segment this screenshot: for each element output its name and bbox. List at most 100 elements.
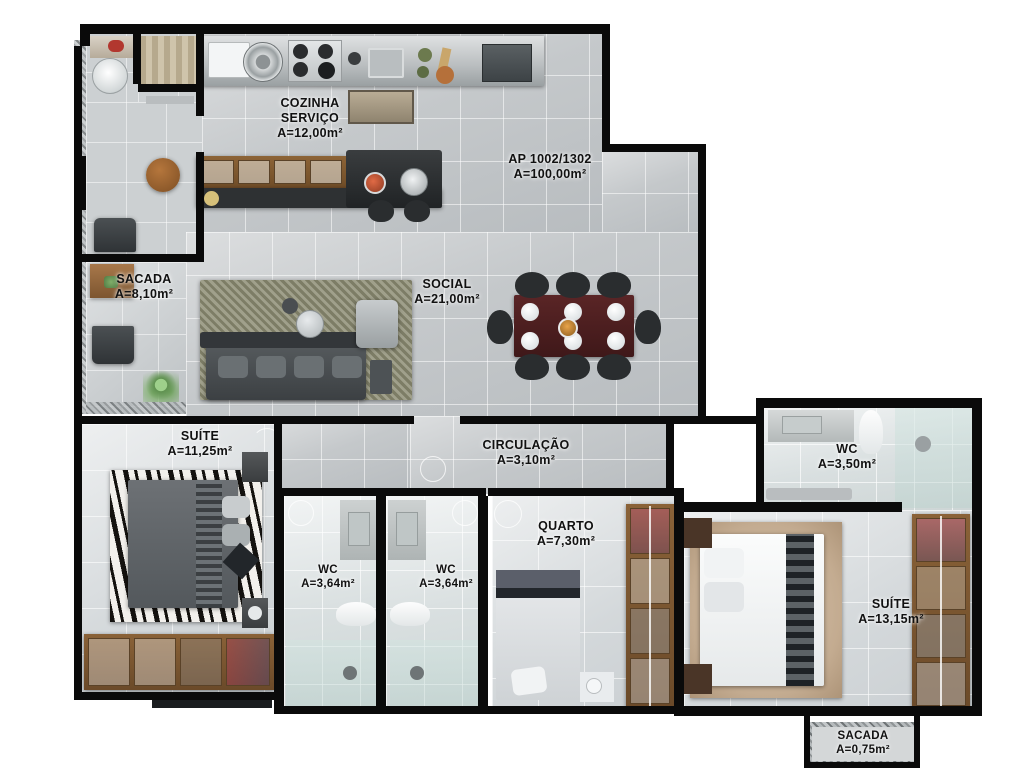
kitchen-rug (348, 90, 414, 124)
quarto-lamp (586, 678, 602, 694)
wall-suite-2-top (674, 502, 766, 512)
wall-top-exterior (80, 24, 610, 34)
wall-sacada-suite-right (914, 716, 920, 768)
dining-chair-1 (515, 272, 549, 298)
door-entrance[interactable] (678, 420, 706, 448)
wall-quarto-bottom (488, 706, 684, 714)
dining-chair-5 (556, 354, 590, 380)
kitchen-jar-2 (417, 66, 429, 78)
dining-chair-6 (597, 354, 631, 380)
wall-quarto-top (488, 488, 684, 496)
wall-suite-2-right (972, 502, 982, 714)
balcony-potted-plant (104, 276, 118, 288)
wall-social-step-h (602, 144, 706, 152)
dining-plate-3 (607, 303, 625, 321)
service-red-item (108, 40, 124, 52)
wc-suite-2-shower-head (915, 436, 931, 452)
wall-wc-suite2-left (756, 398, 764, 510)
wall-wc-suite2-right (972, 398, 982, 514)
dining-centerpiece (558, 318, 578, 338)
wc-left-toilet (336, 602, 376, 626)
dining-plate-6 (607, 332, 625, 350)
laundry-tiled-area (140, 36, 198, 86)
wall-left-window-1 (74, 156, 86, 210)
dining-plate-4 (521, 332, 539, 350)
wall-wc-divider (376, 496, 386, 712)
burner-3 (293, 62, 308, 77)
wall-top-left-stub (80, 24, 90, 46)
wall-left-exterior-upper (74, 46, 82, 156)
suite-2-bed-runner (786, 534, 814, 686)
door-wc-right[interactable] (452, 500, 478, 526)
bar-sink (400, 168, 428, 196)
service-shelf (146, 96, 194, 104)
balcony-lounge-chair-2 (92, 326, 134, 364)
door-circulacao-suite-2[interactable] (420, 456, 446, 482)
wall-wc-suite2-bottom (756, 502, 902, 512)
wc-left-shower-drain (343, 666, 357, 680)
refrigerator (482, 44, 532, 82)
round-table-service (146, 158, 180, 192)
suite-1-pillow-1 (222, 496, 250, 518)
fruit-bowl (364, 172, 386, 194)
floor-social-right (602, 150, 702, 232)
wall-wc-left-outer (274, 496, 284, 712)
dining-plate-2 (564, 303, 582, 321)
kitchen-pot (348, 52, 361, 65)
wc-left-shower (286, 640, 376, 708)
wall-service-bottom (138, 84, 204, 92)
wc-right-shower (390, 640, 478, 708)
wall-sacada-suite-bottom (804, 762, 920, 768)
quarto-pillow (510, 665, 548, 697)
wall-service-divider-v1 (133, 24, 141, 84)
wardrobe-cell-a (88, 638, 130, 686)
wall-wc-right-outer (478, 496, 488, 712)
dining-chair-4 (515, 354, 549, 380)
wc-suite-2-toilet (859, 410, 883, 454)
wc-right-shower-drain (410, 666, 424, 680)
kitchen-sink-2 (368, 48, 404, 78)
living-media-unit (370, 360, 392, 394)
dining-chair-8 (635, 310, 661, 344)
dining-plate-1 (521, 303, 539, 321)
cabinet-cell-4 (310, 160, 342, 184)
door-wc-left[interactable] (288, 500, 314, 526)
suite-2-pillow-2 (704, 582, 744, 612)
wall-social-bottom-right (460, 416, 706, 424)
wall-kitchen-left-v (196, 152, 204, 262)
wall-suite-1-right (274, 424, 282, 496)
wall-sacada-suite-left (804, 716, 810, 768)
wall-suite-2-bottom (674, 706, 982, 716)
door-suite-1[interactable] (252, 428, 282, 458)
wall-left-exterior-mid (74, 210, 82, 416)
wc-right-toilet (390, 602, 430, 626)
suite-1-bed-runner (196, 480, 222, 608)
wall-connector-circ-right (706, 416, 758, 424)
bar-stool-2 (404, 200, 430, 222)
living-coffee-table (296, 310, 324, 338)
suite-1-wardrobe (84, 634, 274, 690)
sofa-back (200, 332, 376, 348)
sofa-cushion-4 (332, 356, 362, 378)
wall-right-exterior-upper (602, 24, 610, 152)
wall-kitchen-sacada-h (82, 254, 204, 262)
dining-chair-7 (487, 310, 513, 344)
suite-2-wardrobe-divider (940, 516, 942, 708)
sacada-suite-inner (812, 727, 914, 761)
wall-right-exterior-social (698, 144, 706, 416)
wc-right-mirror (396, 512, 418, 546)
door-quarto[interactable] (494, 500, 522, 528)
cabinet-cell-1 (202, 160, 234, 184)
suite-2-nightstand-bottom (684, 664, 712, 694)
wall-circulacao-right (666, 424, 674, 492)
wall-suite-1-left (74, 424, 82, 700)
floor-circulacao-left (278, 416, 410, 488)
living-armchair (356, 300, 398, 348)
dining-chair-2 (556, 272, 590, 298)
island-plate (204, 191, 219, 206)
wall-wc-bottom (274, 706, 488, 714)
wardrobe-cell-b (134, 638, 176, 686)
wardrobe-cell-d (226, 638, 270, 686)
suite-2-nightstand-top (684, 518, 712, 548)
